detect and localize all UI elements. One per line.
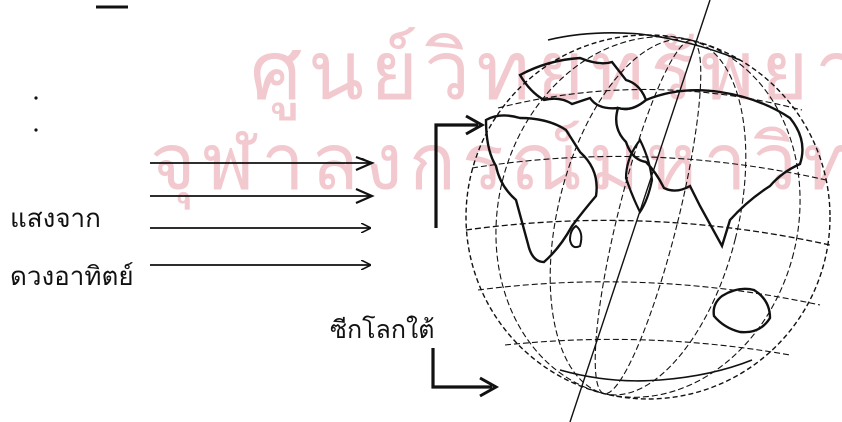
sunlight-label-line-2: ดวงอาทิตย์ [10, 256, 134, 297]
continent-australia [714, 289, 770, 332]
meridian [458, 4, 837, 422]
equator-line [466, 220, 830, 245]
continent-asia [616, 90, 802, 246]
southern-hemisphere-label: ซีกโลกใต้ [330, 310, 434, 350]
dot-mark [34, 96, 37, 99]
latitude-line [478, 282, 820, 305]
north-bracket-arrow [436, 125, 478, 228]
meridian [517, 19, 780, 416]
meridian [575, 33, 721, 401]
continent-madagascar [570, 226, 581, 247]
dot-mark [34, 128, 37, 131]
sunlight-label-line-1: แสงจาก [10, 198, 101, 239]
sunlight-rays [150, 163, 370, 265]
globe [458, 0, 837, 422]
